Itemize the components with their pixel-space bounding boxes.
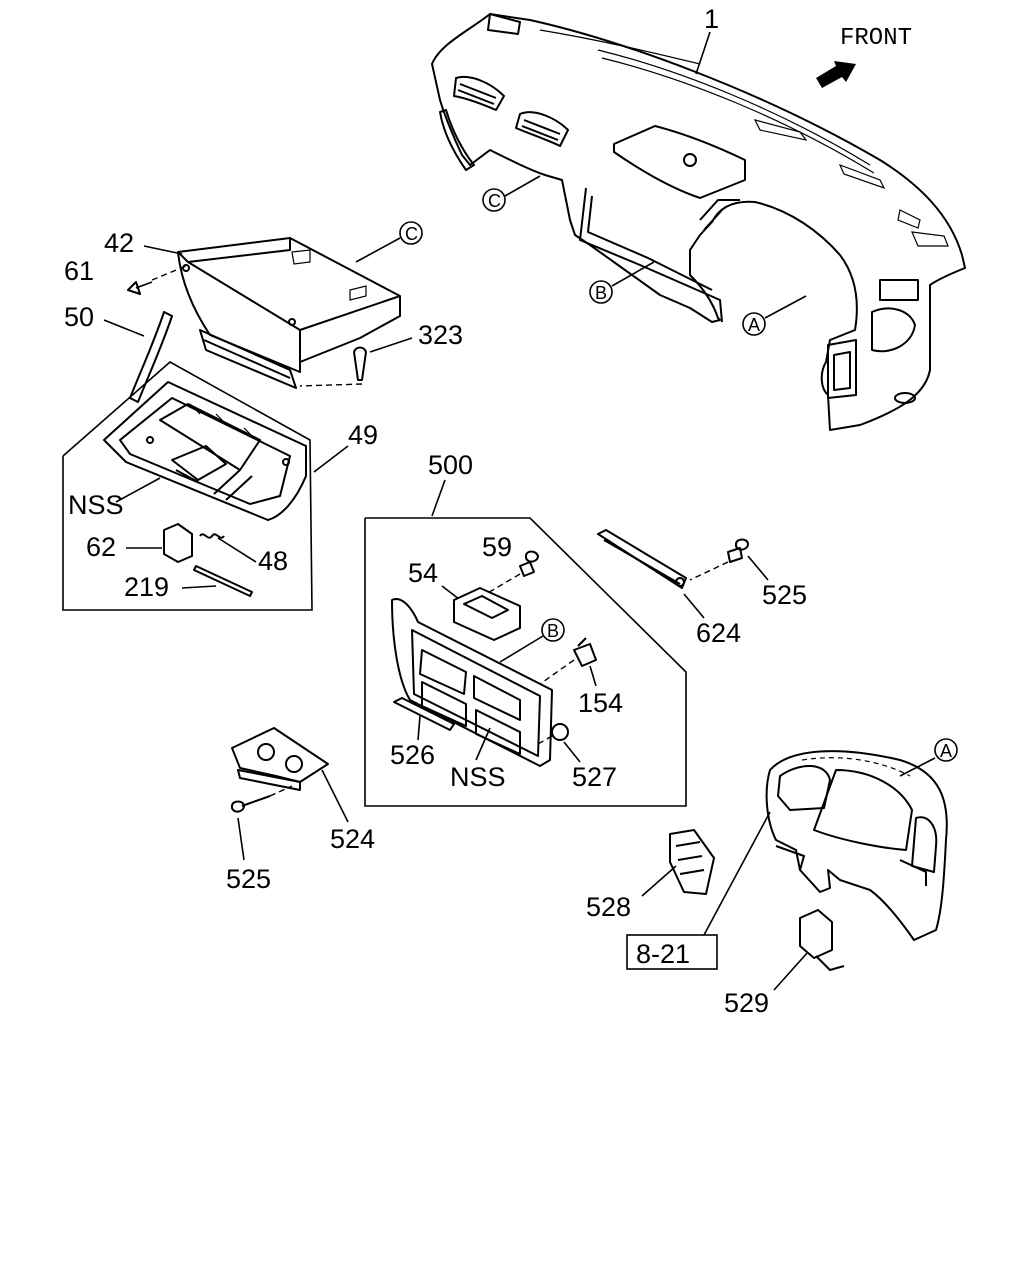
front-direction-indicator: FRONT — [816, 25, 912, 88]
ref-c-circle — [482, 188, 506, 212]
front-label: FRONT — [840, 25, 912, 52]
strip-526-icon — [393, 697, 455, 731]
callout-label-219: 219 — [124, 572, 169, 602]
ref-b-circle — [589, 280, 613, 304]
ref-a-label: A — [748, 315, 760, 335]
switch-529-icon — [799, 909, 833, 959]
callout-label-528: 528 — [586, 892, 631, 922]
callout-label-525-right: 525 — [762, 580, 807, 610]
callout-label-nss-panel: NSS — [450, 762, 506, 792]
ref-c-glovebox-circle — [399, 221, 423, 245]
trim-strip-624: 624 — [597, 529, 741, 648]
section-ref-label: 8-21 — [636, 939, 690, 969]
section-reference: 8-21 — [626, 811, 771, 970]
grommet-527-icon — [551, 723, 569, 741]
ref-b-bezel-circle — [541, 618, 565, 642]
spring-48-icon — [199, 533, 225, 539]
front-arrow-icon — [816, 61, 856, 88]
callout-42: 42 — [104, 228, 183, 258]
clip-154-icon — [573, 643, 597, 667]
callout-label-1: 1 — [704, 4, 719, 34]
latch-62-icon — [163, 523, 193, 563]
glove-box-door-group: 49 NSS 62 48 219 — [62, 361, 378, 611]
cluster-hood-drawing: A — [765, 738, 958, 941]
ref-b-label: B — [595, 283, 607, 303]
ref-a-circle — [742, 312, 766, 336]
callout-label-nss-glovebox: NSS — [68, 490, 124, 520]
ref-c-panel: C — [482, 175, 541, 212]
bracket-524-icon — [231, 727, 329, 783]
ref-a-hood-circle — [934, 738, 958, 762]
callout-label-500: 500 — [428, 450, 473, 480]
callout-50: 50 — [64, 302, 173, 403]
callout-label-524: 524 — [330, 824, 375, 854]
callout-label-54: 54 — [408, 558, 438, 588]
ref-c-label: C — [488, 191, 501, 211]
switch-528-icon — [669, 829, 715, 895]
screw-59-icon — [525, 550, 539, 563]
bracket-54-icon — [453, 587, 521, 641]
callout-label-323: 323 — [418, 320, 463, 350]
callout-label-624: 624 — [696, 618, 741, 648]
pin-219-icon — [193, 565, 253, 597]
callout-label-42: 42 — [104, 228, 134, 258]
switch-529: 529 — [724, 909, 845, 1018]
strap-50-icon — [129, 311, 173, 403]
callout-label-525-left: 525 — [226, 864, 271, 894]
callout-label-154: 154 — [578, 688, 623, 718]
callout-label-48: 48 — [258, 546, 288, 576]
ref-b-panel: B — [589, 261, 655, 304]
instrument-panel-drawing — [431, 13, 966, 431]
ref-c-glovebox-label: C — [405, 224, 418, 244]
callout-323: 323 — [299, 320, 463, 387]
group-500-outline — [364, 517, 687, 807]
callout-label-62: 62 — [86, 532, 116, 562]
screw-525-right: 525 — [689, 538, 807, 610]
section-ref-box — [626, 934, 718, 970]
ref-a-panel: A — [742, 295, 807, 336]
screw-525-left-icon — [231, 800, 245, 813]
ref-a-hood-label: A — [940, 741, 952, 761]
callout-1: 1 — [695, 4, 719, 75]
callout-label-50: 50 — [64, 302, 94, 332]
callout-label-59: 59 — [482, 532, 512, 562]
bracket-524: 524 — [231, 727, 375, 854]
cluster-bezel-group: 500 59 54 B 154 526 NSS — [364, 450, 687, 807]
screw-525-left: 525 — [226, 785, 293, 894]
ref-b-bezel-label: B — [547, 621, 559, 641]
glove-box-drawing — [177, 237, 401, 389]
callout-label-527: 527 — [572, 762, 617, 792]
callout-label-49: 49 — [348, 420, 378, 450]
callout-label-529: 529 — [724, 988, 769, 1018]
switch-528: 528 — [586, 829, 715, 922]
ref-c-glovebox: C — [355, 221, 423, 263]
callout-61: 61 — [64, 256, 187, 295]
callout-label-61: 61 — [64, 256, 94, 286]
screw-323-icon — [353, 346, 367, 381]
callout-label-526: 526 — [390, 740, 435, 770]
group-49-outline — [62, 361, 313, 611]
